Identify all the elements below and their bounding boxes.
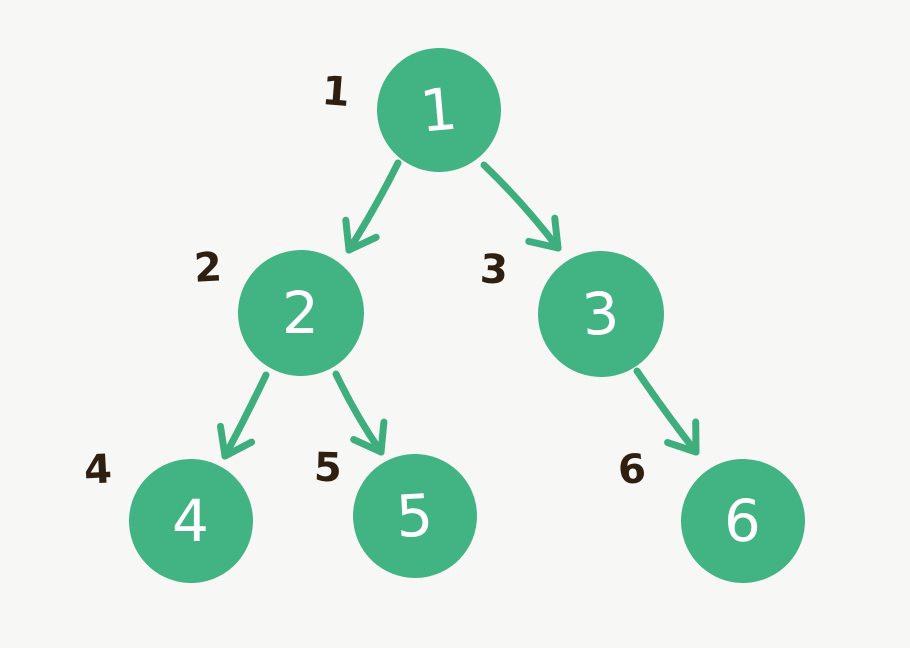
arrowhead-stroke bbox=[345, 233, 380, 254]
tree-edge bbox=[480, 161, 562, 252]
node-value-label: 4 bbox=[172, 487, 210, 555]
node-tag-2: 2 bbox=[192, 244, 224, 292]
node-value-label: 6 bbox=[723, 486, 763, 556]
tree-edge bbox=[342, 159, 402, 254]
edge-line bbox=[633, 367, 700, 456]
node-value-label: 5 bbox=[394, 481, 436, 551]
arrowhead-stroke bbox=[551, 214, 562, 252]
arrowhead-stroke bbox=[377, 418, 388, 456]
node-value-label: 1 bbox=[417, 74, 461, 146]
node-value-label: 2 bbox=[282, 279, 320, 347]
tree-node-1[interactable]: 1 bbox=[373, 44, 505, 176]
edge-line bbox=[480, 161, 562, 252]
arrowhead-stroke bbox=[664, 439, 700, 456]
edge-line bbox=[345, 159, 402, 254]
edge-line bbox=[332, 370, 385, 456]
node-tag-6: 6 bbox=[616, 445, 648, 495]
tree-node-4[interactable]: 4 bbox=[126, 456, 256, 586]
node-tag-4: 4 bbox=[82, 446, 114, 494]
node-tag-5: 5 bbox=[313, 444, 343, 492]
tree-edge bbox=[332, 370, 388, 456]
tree-node-3[interactable]: 3 bbox=[535, 248, 667, 380]
tree-node-6[interactable]: 6 bbox=[677, 455, 809, 587]
arrowhead-stroke bbox=[216, 422, 229, 460]
arrowhead-stroke bbox=[221, 438, 256, 460]
tree-edge bbox=[633, 367, 700, 456]
edge-line bbox=[221, 371, 270, 460]
arrowhead-stroke bbox=[525, 237, 562, 252]
tree-node-2[interactable]: 2 bbox=[235, 247, 367, 379]
node-value-label: 3 bbox=[579, 278, 623, 350]
node-tag-1: 1 bbox=[320, 67, 352, 117]
tree-edge bbox=[216, 371, 270, 460]
node-tag-3: 3 bbox=[478, 246, 510, 294]
arrowhead-stroke bbox=[350, 436, 385, 456]
tree-node-5[interactable]: 5 bbox=[351, 452, 479, 580]
arrowhead-stroke bbox=[342, 216, 353, 254]
